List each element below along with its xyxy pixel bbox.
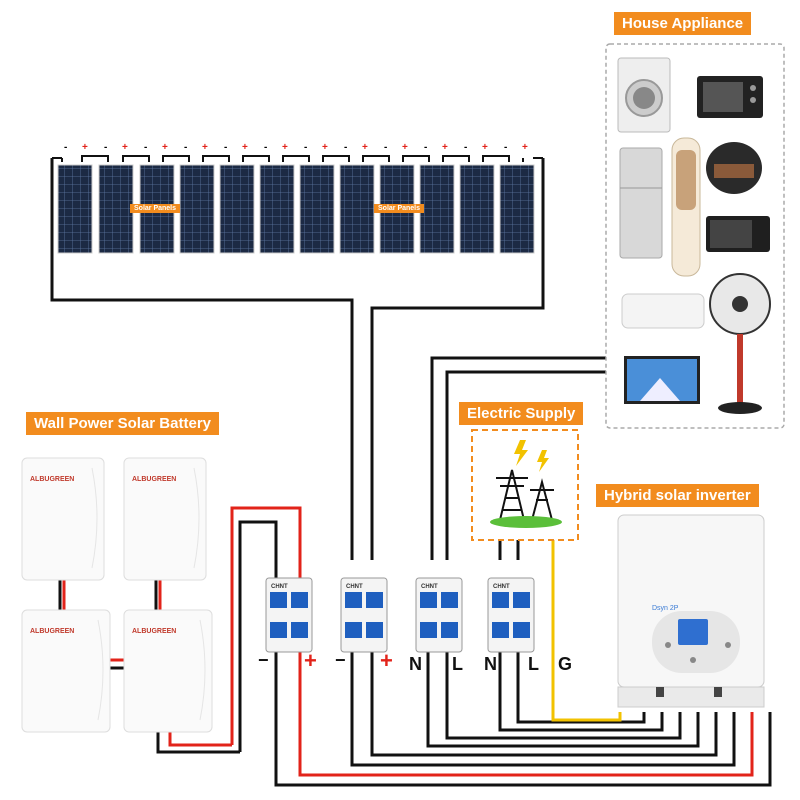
terminal-l-grid: L xyxy=(528,654,539,674)
breaker-grid: CHNT xyxy=(487,577,535,653)
battery-unit xyxy=(123,609,213,733)
wall-ac-icon xyxy=(621,293,705,329)
ac-wire-l-house xyxy=(445,370,610,560)
polarity-plus: + xyxy=(362,142,368,153)
solar-panel xyxy=(259,164,295,254)
transmission-tower-icon xyxy=(490,469,562,528)
polarity-minus: - xyxy=(304,142,308,153)
panel-polarity-row: - + - + - + - + - + - + - + - + - + - + … xyxy=(60,142,540,154)
polarity-minus: - xyxy=(504,142,508,153)
battery-brand: ALBUGREEN xyxy=(30,628,75,635)
battery-unit xyxy=(123,457,207,581)
hybrid-inverter: Dsyn 2P xyxy=(617,514,765,708)
panel-wire-negative xyxy=(50,158,354,560)
battery-brand: ALBUGREEN xyxy=(132,628,177,635)
solar-panel xyxy=(219,164,255,254)
breaker-battery: CHNT xyxy=(265,577,313,653)
polarity-plus: + xyxy=(522,142,528,153)
wall-battery-label: Wall Power Solar Battery xyxy=(26,412,219,435)
terminal-l-house: L xyxy=(452,654,463,674)
solar-panel xyxy=(179,164,215,254)
ac-out-l xyxy=(445,650,682,740)
tv-icon xyxy=(624,356,700,404)
terminal-n-grid: N xyxy=(484,654,497,674)
grid-in-n xyxy=(498,650,664,732)
polarity-plus: + xyxy=(442,142,448,153)
solar-panel xyxy=(98,164,134,254)
svg-text:CHNT: CHNT xyxy=(493,584,510,590)
battery-brand: ALBUGREEN xyxy=(132,476,177,483)
terminal-g: G xyxy=(558,654,573,674)
polarity-plus: + xyxy=(122,142,128,153)
polarity-plus: + xyxy=(402,142,408,153)
hybrid-inverter-label: Hybrid solar inverter xyxy=(596,484,759,507)
polarity-plus: + xyxy=(202,142,208,153)
terminal-n-house: N xyxy=(409,654,422,674)
polarity-minus: - xyxy=(64,142,68,153)
refrigerator-icon xyxy=(619,147,663,259)
pv-out-negative xyxy=(350,650,736,767)
polarity-plus: + xyxy=(162,142,168,153)
polarity-minus: - xyxy=(144,142,148,153)
dc-out-negative xyxy=(274,650,772,787)
battery-brand: ALBUGREEN xyxy=(30,476,75,483)
breaker-ac-house: CHNT xyxy=(415,577,463,653)
svg-text:CHNT: CHNT xyxy=(421,584,438,590)
house-appliance-label: House Appliance xyxy=(614,12,752,35)
battery-unit xyxy=(21,609,111,733)
panel-series-links xyxy=(61,155,524,162)
inverter-screen xyxy=(678,619,708,645)
ground-wire xyxy=(551,540,622,722)
polarity-plus: + xyxy=(82,142,88,153)
polarity-plus: + xyxy=(482,142,488,153)
battery-unit xyxy=(21,457,105,581)
rice-cooker-icon xyxy=(706,142,762,194)
terminal-plus-battery: + xyxy=(304,648,317,673)
svg-text:CHNT: CHNT xyxy=(346,584,363,590)
solar-panel xyxy=(419,164,455,254)
polarity-minus: - xyxy=(184,142,188,153)
solar-panels-label: Solar Panels xyxy=(130,204,181,213)
polarity-minus: - xyxy=(424,142,428,153)
terminal-minus-pv: − xyxy=(335,650,346,670)
solar-panel xyxy=(57,164,93,254)
grid-in-l xyxy=(516,650,646,724)
polarity-minus: - xyxy=(224,142,228,153)
polarity-plus: + xyxy=(282,142,288,153)
panel-wire-positive xyxy=(370,158,545,560)
polarity-minus: - xyxy=(384,142,388,153)
polarity-minus: - xyxy=(264,142,268,153)
breaker-brand: CHNT xyxy=(271,584,288,590)
breaker-pv: CHNT xyxy=(340,577,388,653)
polarity-minus: - xyxy=(104,142,108,153)
terminal-minus-battery: − xyxy=(258,650,269,670)
ac-out-n xyxy=(426,650,700,748)
solar-panel xyxy=(339,164,375,254)
polarity-plus: + xyxy=(322,142,328,153)
polarity-minus: - xyxy=(344,142,348,153)
solar-panel xyxy=(499,164,535,254)
battery-wire-negative xyxy=(238,520,278,752)
solar-panels-label: Solar Panels xyxy=(374,204,425,213)
electric-supply-label: Electric Supply xyxy=(459,402,584,425)
terminal-plus-pv: + xyxy=(380,648,393,673)
pv-out-positive xyxy=(370,650,718,757)
dc-out-positive xyxy=(298,650,754,777)
solar-panel xyxy=(459,164,495,254)
air-conditioner-tower-icon xyxy=(671,137,701,277)
microwave-icon xyxy=(706,216,770,252)
battery-wire-positive xyxy=(230,506,302,745)
solar-panel xyxy=(299,164,335,254)
fan-icon xyxy=(709,273,771,414)
oven-icon xyxy=(697,76,763,118)
ac-wire-n-house xyxy=(430,356,610,560)
polarity-plus: + xyxy=(242,142,248,153)
lightning-icon xyxy=(514,440,549,472)
polarity-minus: - xyxy=(464,142,468,153)
inverter-brand: Dsyn 2P xyxy=(652,605,679,612)
washing-machine-icon xyxy=(617,57,671,133)
